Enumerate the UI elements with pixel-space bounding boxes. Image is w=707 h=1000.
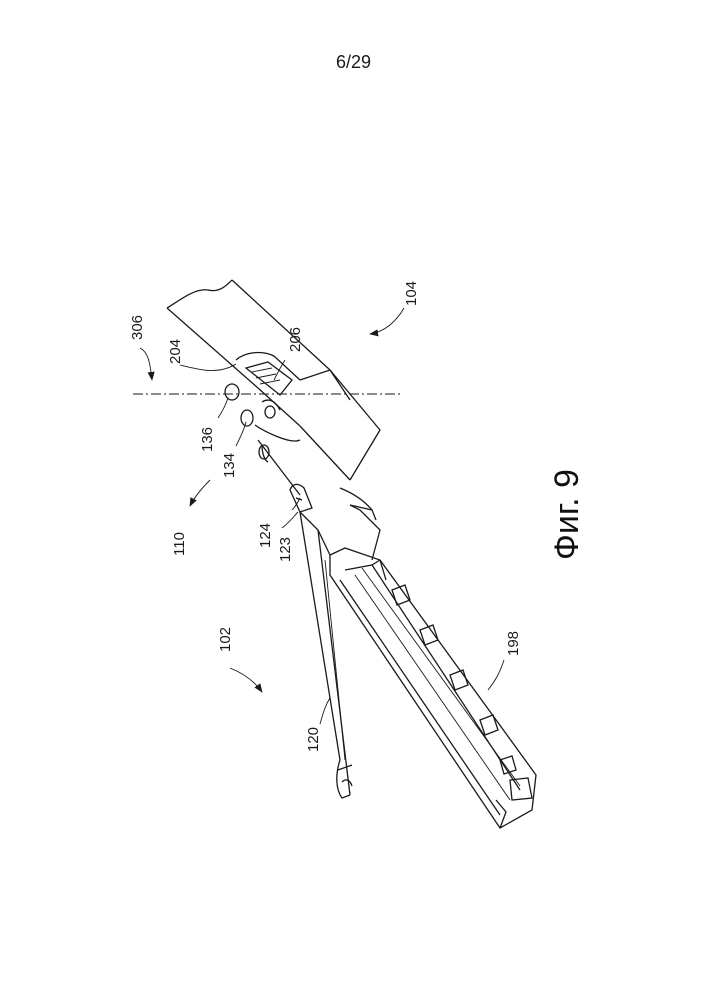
ref-206: 206	[287, 327, 304, 352]
figure-caption: Фиг. 9	[548, 469, 586, 560]
leader-lines	[140, 308, 504, 724]
reference-labels: 306 204 206 104 136 134 110 124 123 102 …	[129, 281, 522, 752]
ref-123: 123	[277, 537, 294, 562]
ref-136: 136	[199, 427, 216, 452]
ref-124: 124	[257, 523, 274, 548]
shaft	[167, 280, 330, 388]
ref-102: 102	[217, 627, 234, 652]
ref-104: 104	[403, 281, 420, 306]
ref-306: 306	[129, 315, 146, 340]
cartridge-jaw	[330, 505, 536, 828]
ref-198: 198	[505, 631, 522, 656]
ref-134: 134	[221, 453, 238, 478]
ref-120: 120	[305, 727, 322, 752]
ref-110: 110	[171, 532, 188, 556]
anvil-jaw	[300, 512, 352, 798]
ref-204: 204	[167, 339, 184, 364]
